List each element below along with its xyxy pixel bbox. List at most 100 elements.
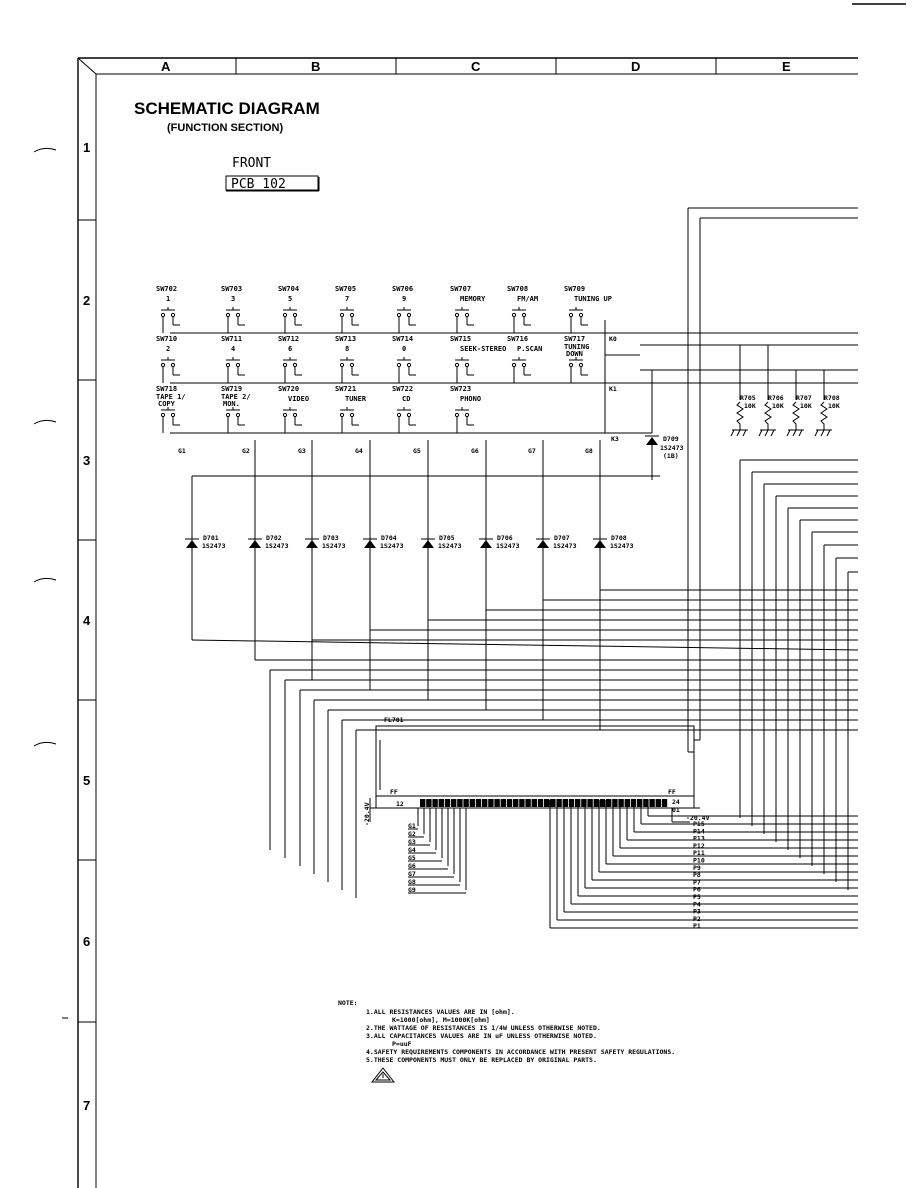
display-pin: [655, 799, 661, 807]
display-pin: [463, 799, 469, 807]
d709-part: 1S2473: [660, 444, 684, 452]
switch-id: SW702: [156, 285, 177, 293]
switch-id: SW719: [221, 385, 242, 393]
display-pin: [426, 799, 432, 807]
display-pin: [531, 799, 537, 807]
pcb-box: PCB 102: [225, 175, 320, 192]
diode-id: D703: [323, 534, 339, 542]
display-segment-label: P2: [693, 915, 701, 923]
display-pin: [556, 799, 562, 807]
switch-id: SW723: [450, 385, 471, 393]
switch-id: SW704: [278, 285, 299, 293]
diagram-subtitle: (FUNCTION SECTION): [167, 122, 283, 134]
switch-id: SW705: [335, 285, 356, 293]
display-voltage-left: -20.4V: [363, 802, 371, 826]
k3-label: K3: [611, 435, 619, 443]
switch-id: SW722: [392, 385, 413, 393]
display-pin: [537, 799, 544, 807]
diode-id: D706: [497, 534, 513, 542]
row-label: 3: [83, 453, 90, 468]
column-label: A: [161, 59, 171, 74]
switch-matrix: SW7021SW7033SW7045SW7057SW7069SW707MEMOR…: [156, 285, 612, 433]
diode-part: 1S2473: [438, 542, 462, 550]
column-label: C: [471, 59, 481, 74]
display-segment-label: P13: [693, 835, 705, 843]
switch-label: TUNER: [345, 395, 367, 403]
display-segment-label: P15: [693, 820, 705, 828]
display-segment-label: P6: [693, 886, 701, 894]
grid-label: G8: [585, 447, 593, 455]
drawing-frame: [77, 57, 858, 1188]
display-segment-label: P5: [693, 893, 701, 901]
display-grid-label: G2: [408, 830, 416, 838]
switch-id: SW703: [221, 285, 242, 293]
display-segment-label: P7: [693, 878, 701, 886]
pcb-label: PCB 102: [231, 177, 286, 192]
display-pin: [587, 799, 593, 807]
diode-row: D7011S2473D7021S2473D7031S2473D7041S2473…: [185, 534, 634, 550]
display-pin-right: 24: [672, 798, 680, 806]
switch-label: VIDEO: [288, 395, 309, 403]
display-grid-label: G4: [408, 846, 416, 854]
display-grid-label: G9: [408, 886, 416, 894]
grid-label: G4: [355, 447, 363, 455]
display-pin: [494, 799, 500, 807]
switch-label: TUNING: [564, 343, 589, 351]
diode-part: 1S2473: [553, 542, 577, 550]
display-segment-label: P1: [693, 922, 701, 930]
display-pin: [612, 799, 618, 807]
grid-label: G1: [178, 447, 186, 455]
display-pin: [500, 799, 506, 807]
display-grid-label: G3: [408, 838, 416, 846]
front-label: FRONT: [232, 156, 271, 171]
wiring: [170, 207, 859, 929]
display-segment-label: P14: [693, 827, 705, 835]
display-pin: [525, 799, 531, 807]
display-pin: [519, 799, 525, 807]
display-segment-label: P10: [693, 857, 705, 865]
note-line: 2.THE WATTAGE OF RESISTANCES IS 1/4W UNL…: [366, 1024, 601, 1032]
diode-id: D705: [439, 534, 455, 542]
k1-label: K1: [609, 385, 617, 393]
switch-label: P.SCAN: [517, 345, 542, 353]
display-pin-strip: [420, 799, 668, 807]
diode-id: D702: [266, 534, 282, 542]
switch-id: SW720: [278, 385, 299, 393]
resistor-value: 10K: [744, 402, 756, 410]
diode-id: D704: [381, 534, 397, 542]
display-pin: [637, 799, 643, 807]
resistor-id: R706: [768, 394, 784, 402]
switch-label: CD: [402, 395, 410, 403]
display-pin: [444, 799, 451, 807]
display-pin: [624, 799, 630, 807]
display-pin: [432, 799, 438, 807]
diode-part: 1S2473: [265, 542, 289, 550]
resistor-value: 10K: [772, 402, 784, 410]
switch-id: SW711: [221, 335, 242, 343]
switch-id: SW716: [507, 335, 528, 343]
diode-part: 1S2473: [496, 542, 520, 550]
row-label: 2: [83, 293, 90, 308]
switch-label: 8: [345, 345, 349, 353]
display-pin: [649, 799, 655, 807]
margin-ticks: [33, 147, 68, 1019]
display-segment-label: P8: [693, 871, 701, 879]
